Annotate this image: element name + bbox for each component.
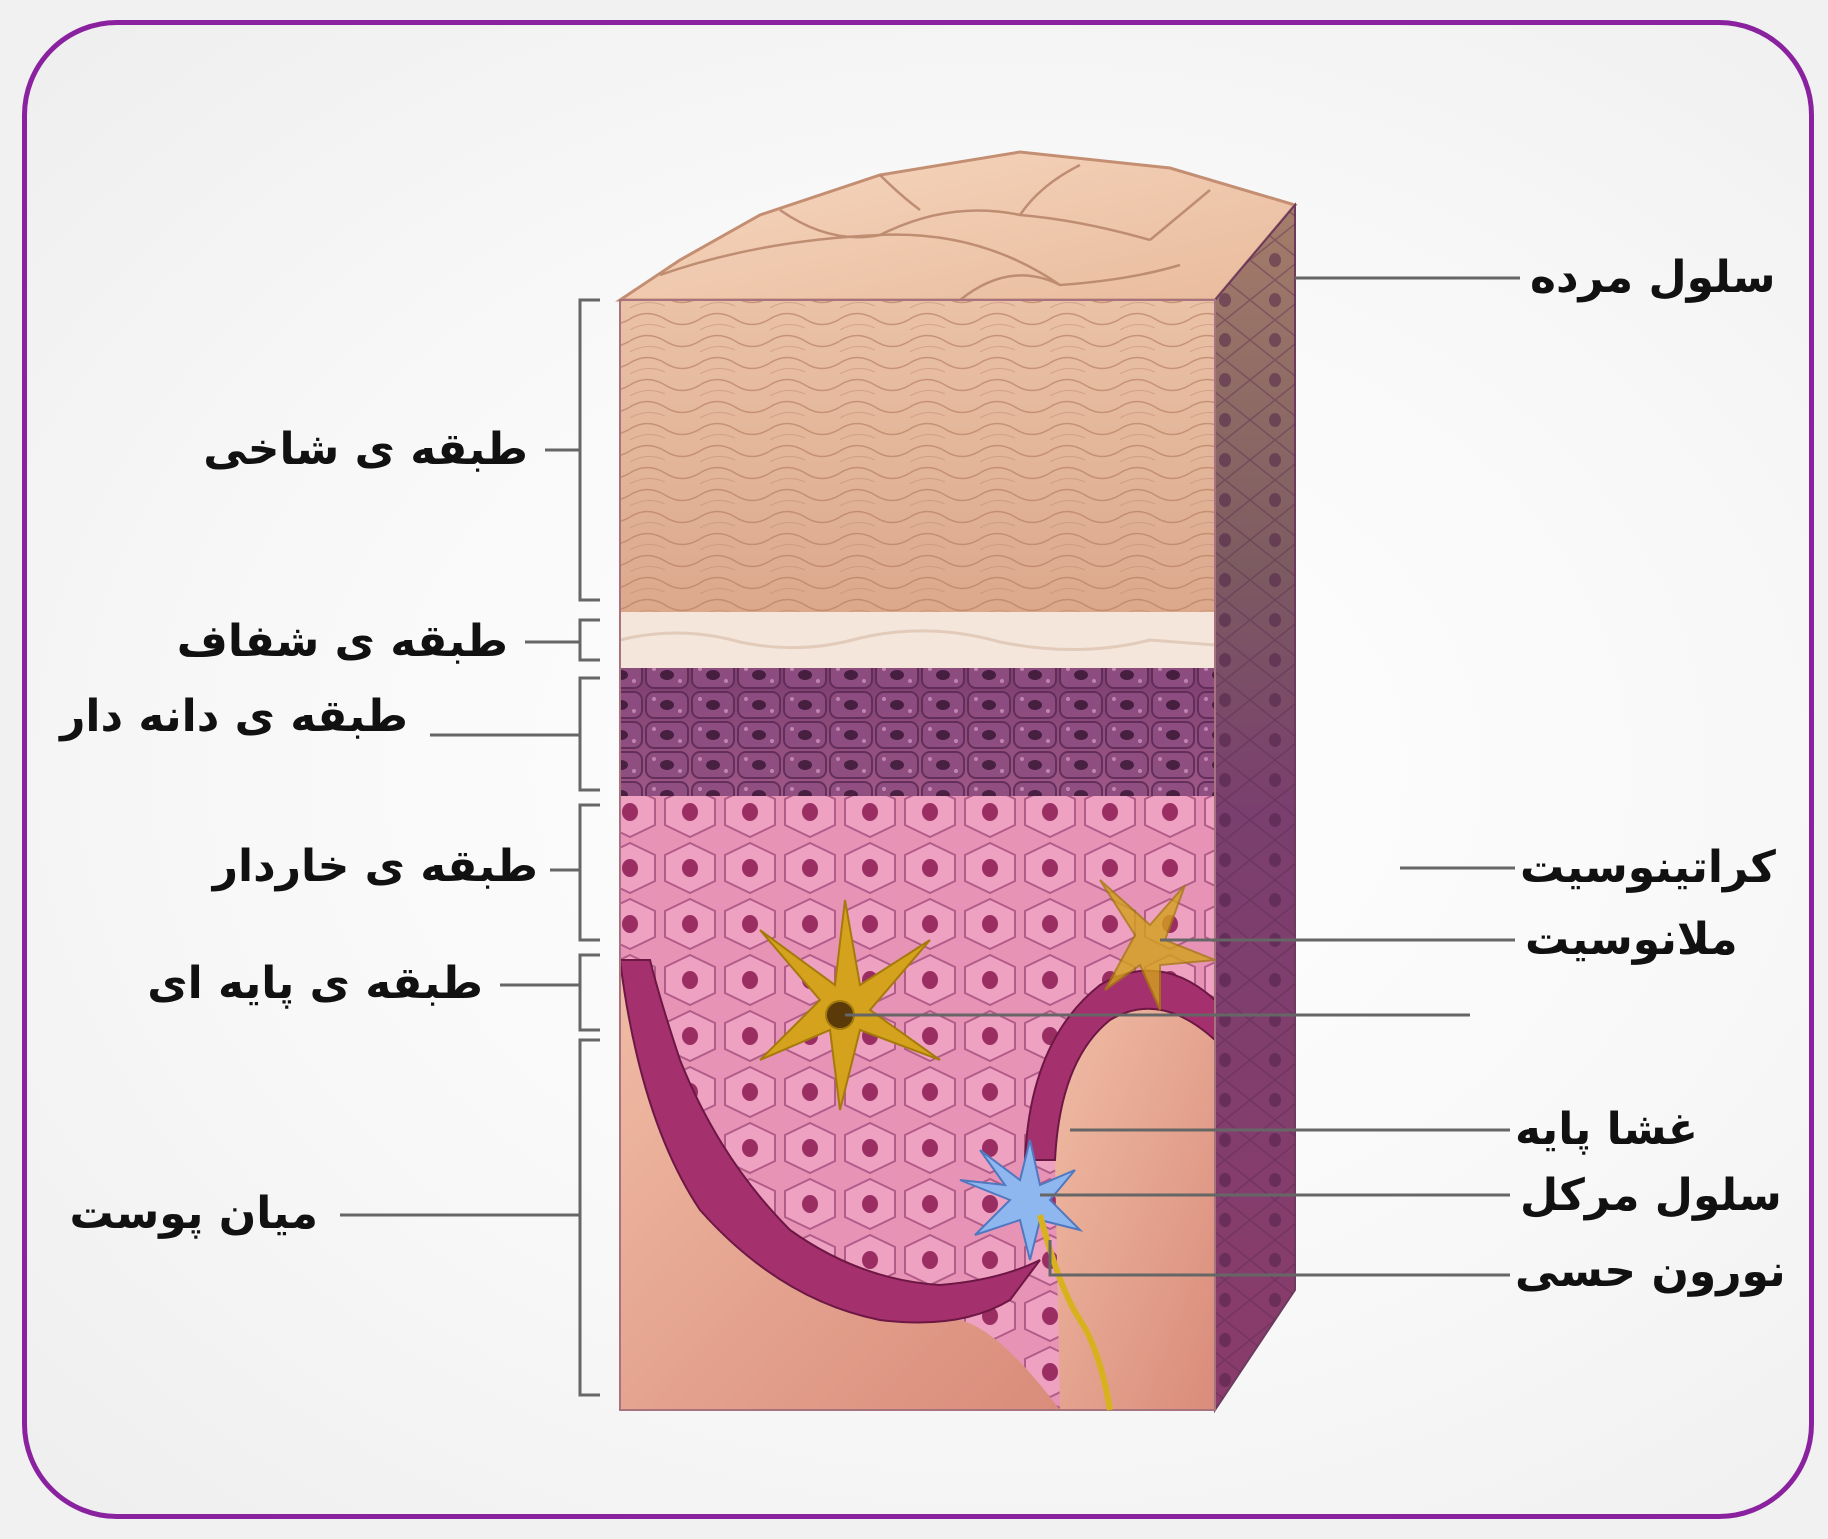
left-leader-lines [340, 450, 580, 1215]
label-dermis: میان پوست [69, 1192, 318, 1236]
top-surface [620, 152, 1295, 300]
label-keratinocyte: کراتینوسیت [1520, 846, 1776, 890]
label-basement-membrane: غشا پایه [1515, 1108, 1698, 1152]
label-stratum-corneum: طبقه ی شاخی [203, 428, 528, 472]
label-dead-cell: سلول مرده [1530, 256, 1775, 300]
label-stratum-lucidum: طبقه ی شفاف [177, 620, 508, 664]
label-stratum-spinosum: طبقه ی خاردار [213, 845, 538, 889]
label-stratum-basale: طبقه ی پایه ای [147, 962, 483, 1006]
dermis-papilla [1055, 1009, 1215, 1410]
label-stratum-granulosum: طبقه ی دانه دار [60, 695, 408, 739]
label-merkel-cell: سلول مرکل [1520, 1174, 1782, 1218]
label-sensory-neuron: نورون حسی [1515, 1250, 1786, 1294]
label-melanocyte: ملانوسیت [1525, 918, 1738, 962]
stratum-lucidum-region [620, 612, 1215, 670]
left-brackets [580, 300, 600, 1395]
